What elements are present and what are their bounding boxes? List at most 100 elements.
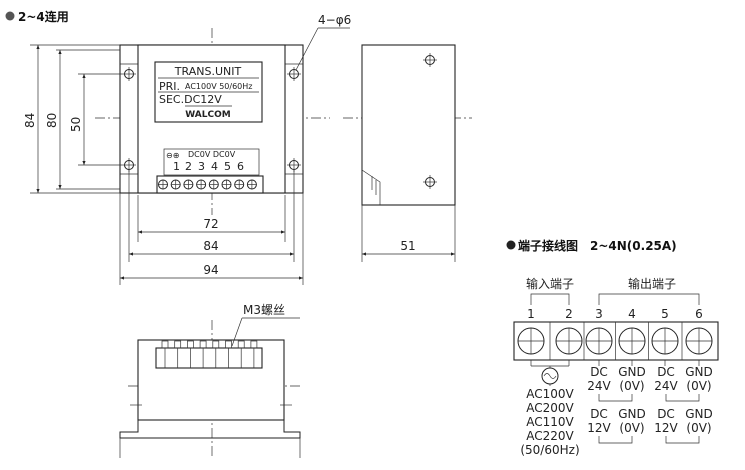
header: 2~4连用: [5, 9, 69, 24]
side-body: [361, 44, 456, 206]
out12-label: 12V: [587, 421, 611, 435]
dim-label: 50: [69, 117, 83, 132]
wiring-title: 端子接线图 2~4N(0.25A): [518, 238, 677, 253]
out12-bracket: [598, 436, 633, 444]
mounting-hole: [287, 158, 301, 172]
terminal-number: 3: [198, 160, 205, 173]
out24-label: 24V: [587, 379, 611, 393]
terminal-screw: [234, 179, 245, 190]
dim-label: 72: [203, 217, 218, 231]
mounting-hole: [122, 67, 136, 81]
wiring-terminal-number: 2: [565, 307, 573, 321]
dim-width-mid: 84: [128, 170, 295, 262]
terminal-screw-profile: [187, 340, 194, 368]
out24-label: DC: [590, 365, 608, 379]
front-view: 4−φ6 TRANS.UNIT PRI. AC100V 50/60Hz SEC.…: [23, 13, 351, 285]
out24-label: DC: [657, 365, 675, 379]
input-terminal-label: 输入端子: [526, 276, 574, 291]
out24-label: 24V: [654, 379, 678, 393]
terminal-screw-profile: [250, 340, 258, 368]
out24-label: (0V): [619, 379, 644, 393]
output-bracket: [598, 293, 700, 305]
terminal-screw: [196, 179, 207, 190]
out12-label: (0V): [619, 421, 644, 435]
side-terminal-profile: [361, 169, 381, 205]
wiring-terminal-number: 5: [661, 307, 669, 321]
terminal-screw: [183, 179, 194, 190]
hole-note: 4−φ6: [318, 13, 351, 27]
terminal-header: DC0V DC0V: [188, 150, 236, 159]
screw-leader: [231, 317, 243, 347]
wiring-terminal-block: [513, 321, 719, 361]
dim-width-outer: 94: [119, 193, 304, 285]
bottom-base-plate: [119, 420, 301, 439]
dim-label: 94: [203, 263, 218, 277]
out12-label: DC: [590, 407, 608, 421]
out12-label: GND: [618, 407, 646, 421]
terminal-screw: [170, 179, 181, 190]
terminal-label-plate: [163, 148, 260, 176]
terminal-screw-profile: [212, 340, 220, 368]
out12-label: DC: [657, 407, 675, 421]
input-voltage: AC110V: [526, 415, 574, 429]
wiring-terminal: [685, 327, 713, 355]
wiring-terminal: [651, 327, 679, 355]
screw-label: M3螺丝: [243, 303, 285, 317]
header-bullet: [5, 11, 15, 21]
terminal-icon: ⊖⊕: [166, 151, 179, 160]
nameplate-ac: AC100V 50/60Hz: [185, 82, 252, 91]
out24-label: (0V): [686, 379, 711, 393]
side-hole: [423, 53, 437, 67]
terminal-screw-profile: [225, 340, 232, 368]
terminal-screw-profile: [161, 340, 169, 368]
terminal-screw: [246, 179, 257, 190]
header-title: 2~4连用: [18, 9, 69, 24]
out12-bracket: [665, 436, 700, 444]
mounting-hole: [122, 158, 136, 172]
nameplate-sec: SEC.DC12V: [159, 93, 222, 106]
side-view: 51: [343, 44, 472, 262]
out24-bracket: [665, 394, 700, 402]
out24-label: GND: [618, 365, 646, 379]
dim-label: 80: [45, 113, 59, 128]
dim-label: 84: [23, 113, 37, 128]
dim-height-outer: 84: [23, 44, 120, 194]
wiring-terminal: [618, 327, 646, 355]
nameplate-pri: PRI.: [159, 80, 180, 93]
terminal-screw-profile: [199, 340, 207, 368]
dim-height-inner: 50: [69, 73, 122, 166]
out24-label: GND: [685, 365, 713, 379]
input-voltage: AC100V: [526, 387, 574, 401]
bottom-view: M3螺丝: [119, 303, 301, 458]
wiring-terminal: [517, 327, 545, 355]
input-voltage: (50/60Hz): [520, 443, 579, 457]
wiring-terminal-number: 1: [527, 307, 535, 321]
wiring-terminal-number: 4: [628, 307, 636, 321]
dim-label: 84: [203, 239, 218, 253]
terminal-number: 2: [185, 160, 192, 173]
out12-label: GND: [685, 407, 713, 421]
input-bracket: [530, 293, 570, 305]
dim-width-inner: 72: [137, 195, 286, 242]
terminal-number: 5: [224, 160, 231, 173]
terminal-block: [156, 175, 264, 194]
wiring-terminal-number: 6: [695, 307, 703, 321]
wiring-terminal-number: 3: [595, 307, 603, 321]
terminal-screw-profile: [237, 340, 245, 368]
brand-logo: WALCOM: [185, 110, 230, 120]
dim-label: 51: [400, 239, 415, 253]
terminal-screw: [158, 179, 168, 190]
wiring-bullet: [506, 240, 516, 250]
hole-leader: [295, 27, 319, 71]
dim-depth: 51: [361, 205, 456, 262]
terminal-number: 4: [211, 160, 218, 173]
dim-height-mid: 80: [45, 49, 120, 190]
side-hole: [423, 175, 437, 189]
terminal-screw-profile: [174, 340, 182, 368]
out12-label: (0V): [686, 421, 711, 435]
terminal-number: 1: [173, 160, 180, 173]
terminal-screw: [208, 179, 219, 190]
